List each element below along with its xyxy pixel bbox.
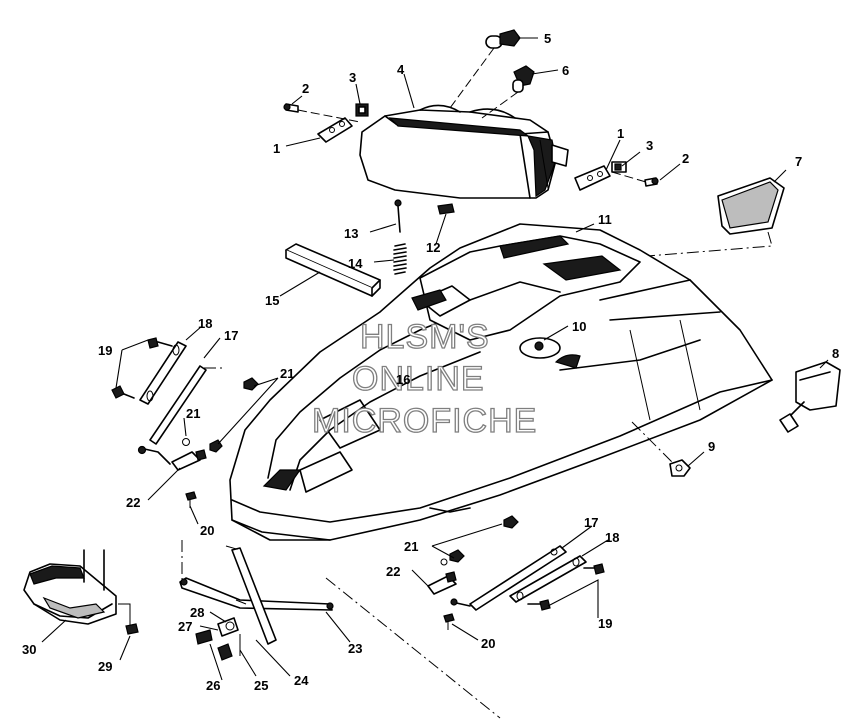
bracket-left (283, 103, 369, 143)
callout-2-left: 2 (302, 81, 309, 96)
callout-17-left: 17 (224, 328, 238, 343)
callout-25: 25 (254, 678, 268, 693)
callout-4: 4 (397, 62, 405, 77)
clip-12 (437, 203, 455, 215)
strap-18-left (139, 341, 187, 405)
callout-19-right: 19 (598, 616, 612, 631)
callout-1-right: 1 (617, 126, 624, 141)
bumper-30 (23, 549, 139, 635)
callout-22-right: 22 (386, 564, 400, 579)
callout-21-left-a: 21 (280, 366, 294, 381)
bracket-17-left (137, 365, 222, 465)
watermark-line-1: HLSM'S (360, 318, 490, 356)
callout-18-left: 18 (198, 316, 212, 331)
callout-16: 16 (396, 372, 410, 387)
hinge-22-left (171, 449, 207, 471)
callout-1-left: 1 (273, 141, 280, 156)
leader-lines (41, 37, 829, 681)
callout-13: 13 (344, 226, 358, 241)
callout-8: 8 (832, 346, 839, 361)
bulb-5 (449, 29, 521, 109)
callout-21-left-b: 21 (186, 406, 200, 421)
callout-26: 26 (206, 678, 220, 693)
callout-24: 24 (294, 673, 309, 688)
callout-20-left: 20 (200, 523, 214, 538)
callout-11: 11 (598, 212, 612, 227)
bulb-6 (481, 65, 535, 119)
callout-19-left: 19 (98, 343, 112, 358)
strap-18-right (509, 555, 587, 603)
watermark: HLSM'S ONLINE MICROFICHE (311, 317, 537, 440)
callout-labels: 1 2 3 4 5 6 1 3 2 7 8 9 10 11 12 13 14 1… (22, 31, 839, 693)
callout-23: 23 (348, 641, 362, 656)
screw-20-right (443, 613, 455, 630)
screw-20-left (185, 491, 197, 508)
callout-7: 7 (795, 154, 802, 169)
windshield-7 (547, 177, 785, 265)
nut-21-right (440, 515, 519, 566)
bracket-17-right (450, 545, 567, 611)
grommet-9 (669, 459, 691, 477)
bolt-19-right (527, 563, 605, 611)
callout-5: 5 (544, 31, 551, 46)
callout-17-right: 17 (584, 515, 598, 530)
callout-18-right: 18 (605, 530, 619, 545)
watermark-line-2: ONLINE (352, 360, 485, 398)
callout-10: 10 (572, 319, 586, 334)
callout-9: 9 (708, 439, 715, 454)
bracket-right (574, 161, 659, 191)
callout-30: 30 (22, 642, 36, 657)
small-parts-25-28 (195, 599, 247, 661)
callout-20-right: 20 (481, 636, 495, 651)
callout-14: 14 (348, 256, 363, 271)
mirror-8 (779, 361, 841, 433)
foam-strip-15 (285, 243, 381, 297)
callout-22-left: 22 (126, 495, 140, 510)
callout-3-right: 3 (646, 138, 653, 153)
watermark-line-3: MICROFICHE (312, 402, 537, 440)
bolt-19-left (111, 337, 173, 399)
support-24 (231, 547, 277, 645)
hood-body (229, 223, 773, 541)
callout-3-left: 3 (349, 70, 356, 85)
callout-29: 29 (98, 659, 112, 674)
callout-21-right: 21 (404, 539, 418, 554)
callout-6: 6 (562, 63, 569, 78)
dashed-guides (181, 540, 501, 719)
callout-2-right: 2 (682, 151, 689, 166)
spring-14 (393, 243, 407, 275)
callout-12: 12 (426, 240, 440, 255)
bolt-13 (394, 199, 402, 233)
headlight-housing (359, 104, 569, 199)
callout-15: 15 (265, 293, 279, 308)
callout-28: 28 (190, 605, 204, 620)
hinge-22-right (427, 571, 457, 595)
callout-27: 27 (178, 619, 192, 634)
